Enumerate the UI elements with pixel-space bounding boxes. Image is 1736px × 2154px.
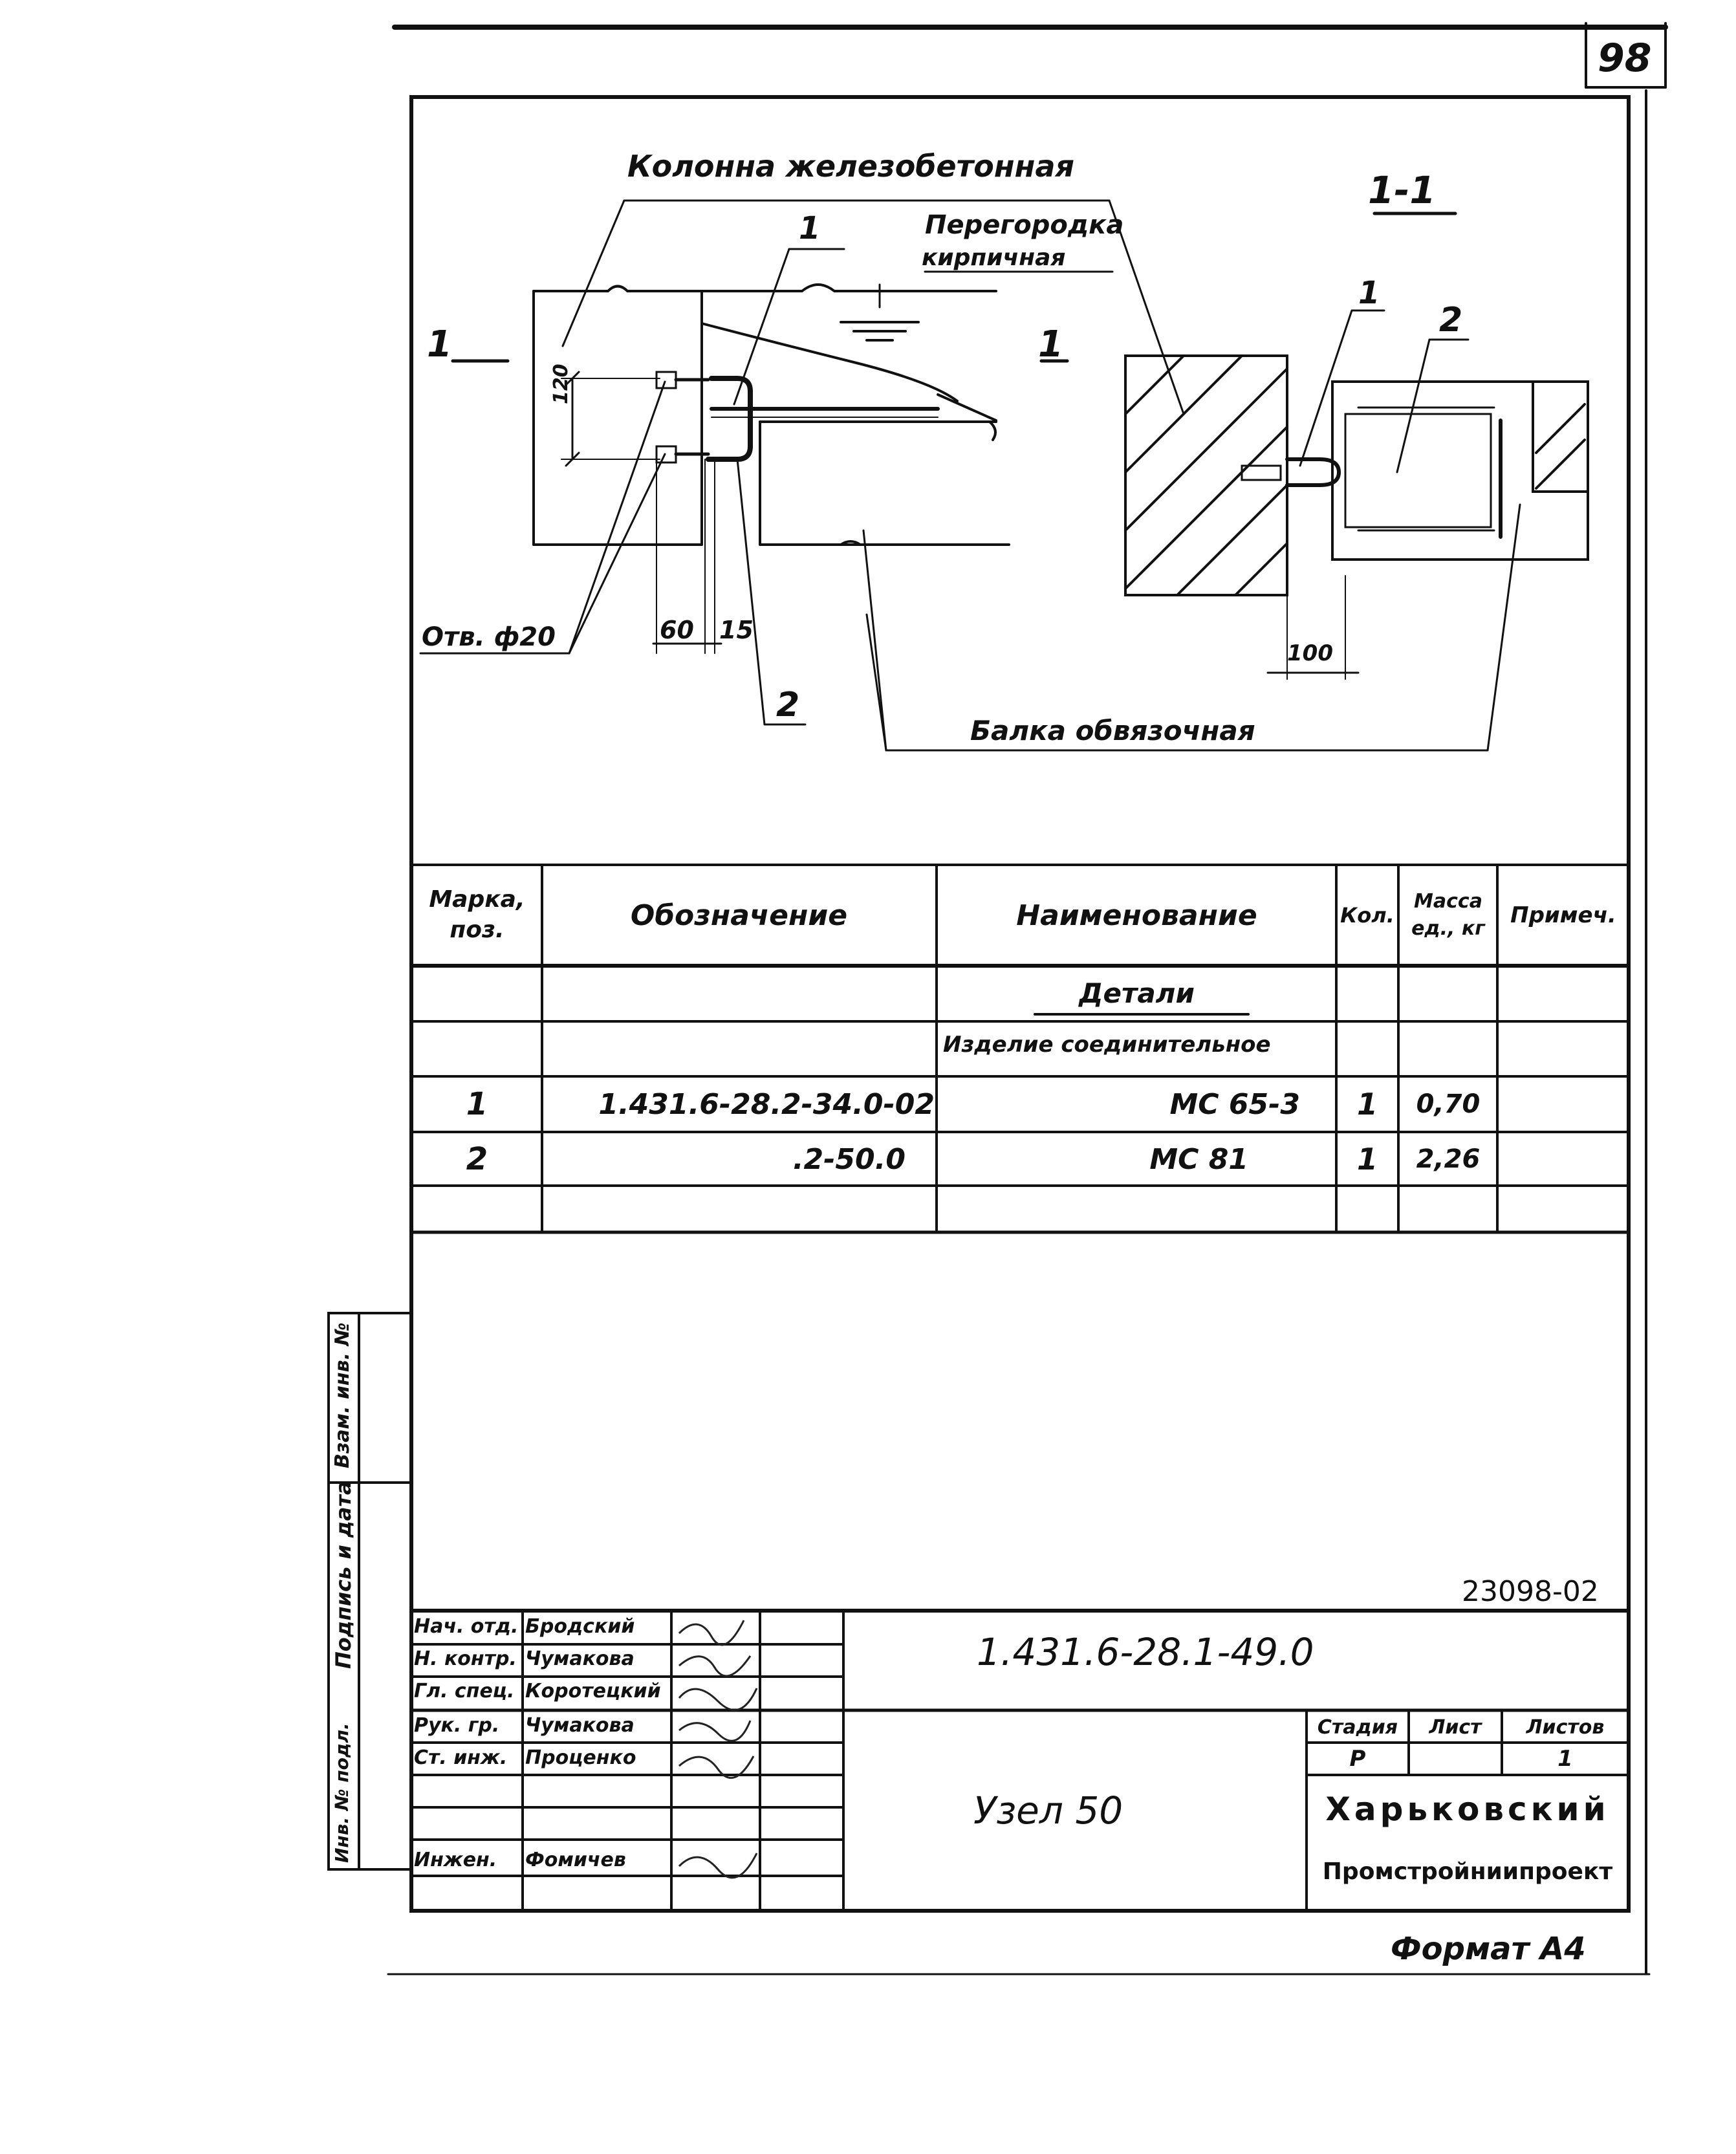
dimension-100: 100 xyxy=(1287,640,1333,666)
personnel-2-name: Чумакова xyxy=(525,1648,635,1670)
header-note: Примеч. xyxy=(1510,902,1616,928)
spec-table-grid xyxy=(409,864,1631,1234)
section-view xyxy=(1034,199,1589,1016)
partition-label-2: кирпичная xyxy=(922,245,1066,271)
beam-label: Балка обвязочная xyxy=(970,715,1255,746)
personnel-1-name: Бродский xyxy=(525,1615,635,1638)
column-label: Колонна железобетонная xyxy=(627,149,1075,184)
section-label: 1-1 xyxy=(1368,168,1436,212)
sheet-title: Узел 50 xyxy=(973,1789,1123,1833)
stage-value: Р xyxy=(1349,1746,1366,1772)
organization-line-2: Промстройниипроект xyxy=(1322,1858,1613,1885)
section-marker-right: 1 xyxy=(1038,323,1063,365)
personnel-7-role: Инжен. xyxy=(414,1849,497,1871)
header-designation: Обозначение xyxy=(630,898,848,932)
personnel-4-role: Рук. гр. xyxy=(414,1714,500,1737)
personnel-2-role: Н. контр. xyxy=(414,1648,517,1670)
organization-line-1: Харьковский xyxy=(1325,1790,1610,1828)
row-1-qty: 1 xyxy=(1356,1087,1378,1122)
page-number: 98 xyxy=(1598,36,1652,81)
header-mass: Масса ед., кг xyxy=(1411,890,1485,940)
header-qty: Кол. xyxy=(1340,903,1394,928)
header-name: Наименование xyxy=(1016,898,1257,932)
row-1-designation: 1.431.6-28.2-34.0-02 xyxy=(598,1087,935,1121)
dimension-60: 60 xyxy=(660,616,694,644)
stage-header: Стадия xyxy=(1317,1715,1398,1739)
position-1-callout: 1 xyxy=(799,210,821,246)
position-2-callout-section: 2 xyxy=(1439,301,1463,340)
dimension-15: 15 xyxy=(719,616,754,644)
side-stamp-grid xyxy=(327,1312,413,1871)
title-block-grid xyxy=(409,1609,1631,1912)
archive-number: 23098-02 xyxy=(1462,1575,1599,1608)
group-title: Изделие соединительное xyxy=(943,1032,1271,1058)
row-2-qty: 1 xyxy=(1356,1142,1378,1177)
row-2-mass: 2,26 xyxy=(1416,1144,1481,1174)
sheet-value xyxy=(1410,1745,1501,1773)
row-1-mass: 0,70 xyxy=(1416,1089,1481,1119)
personnel-7-name: Фомичев xyxy=(525,1849,626,1871)
section-marker-left: 1 xyxy=(427,323,452,365)
row-1-name: МС 65-3 xyxy=(1169,1087,1300,1121)
personnel-1-role: Нач. отд. xyxy=(414,1615,519,1638)
document-code: 1.431.6-28.1-49.0 xyxy=(977,1630,1314,1674)
personnel-3-role: Гл. спец. xyxy=(414,1680,515,1703)
sheet-header: Лист xyxy=(1429,1715,1482,1739)
row-1-mark: 1 xyxy=(466,1086,488,1122)
partition-label-1: Перегородка xyxy=(925,210,1124,240)
section-title-details: Детали xyxy=(1079,977,1195,1009)
sheets-value: 1 xyxy=(1557,1746,1573,1772)
hole-label: Отв. ф20 xyxy=(422,622,556,652)
position-2-callout: 2 xyxy=(776,686,800,724)
elevation-view xyxy=(419,199,1295,752)
header-mark: Марка, поз. xyxy=(429,886,525,943)
personnel-3-name: Коротецкий xyxy=(525,1680,661,1703)
row-2-designation: .2-50.0 xyxy=(792,1142,906,1176)
personnel-4-name: Чумакова xyxy=(525,1714,635,1737)
personnel-5-role: Ст. инж. xyxy=(414,1746,508,1769)
position-1-callout-section: 1 xyxy=(1358,275,1380,311)
sheets-header: Листов xyxy=(1526,1715,1605,1739)
main-frame xyxy=(409,95,1631,1913)
row-2-name: МС 81 xyxy=(1149,1142,1248,1176)
row-2-mark: 2 xyxy=(466,1141,488,1177)
personnel-5-name: Проценко xyxy=(525,1746,636,1769)
format-label: Формат А4 xyxy=(1391,1931,1586,1967)
